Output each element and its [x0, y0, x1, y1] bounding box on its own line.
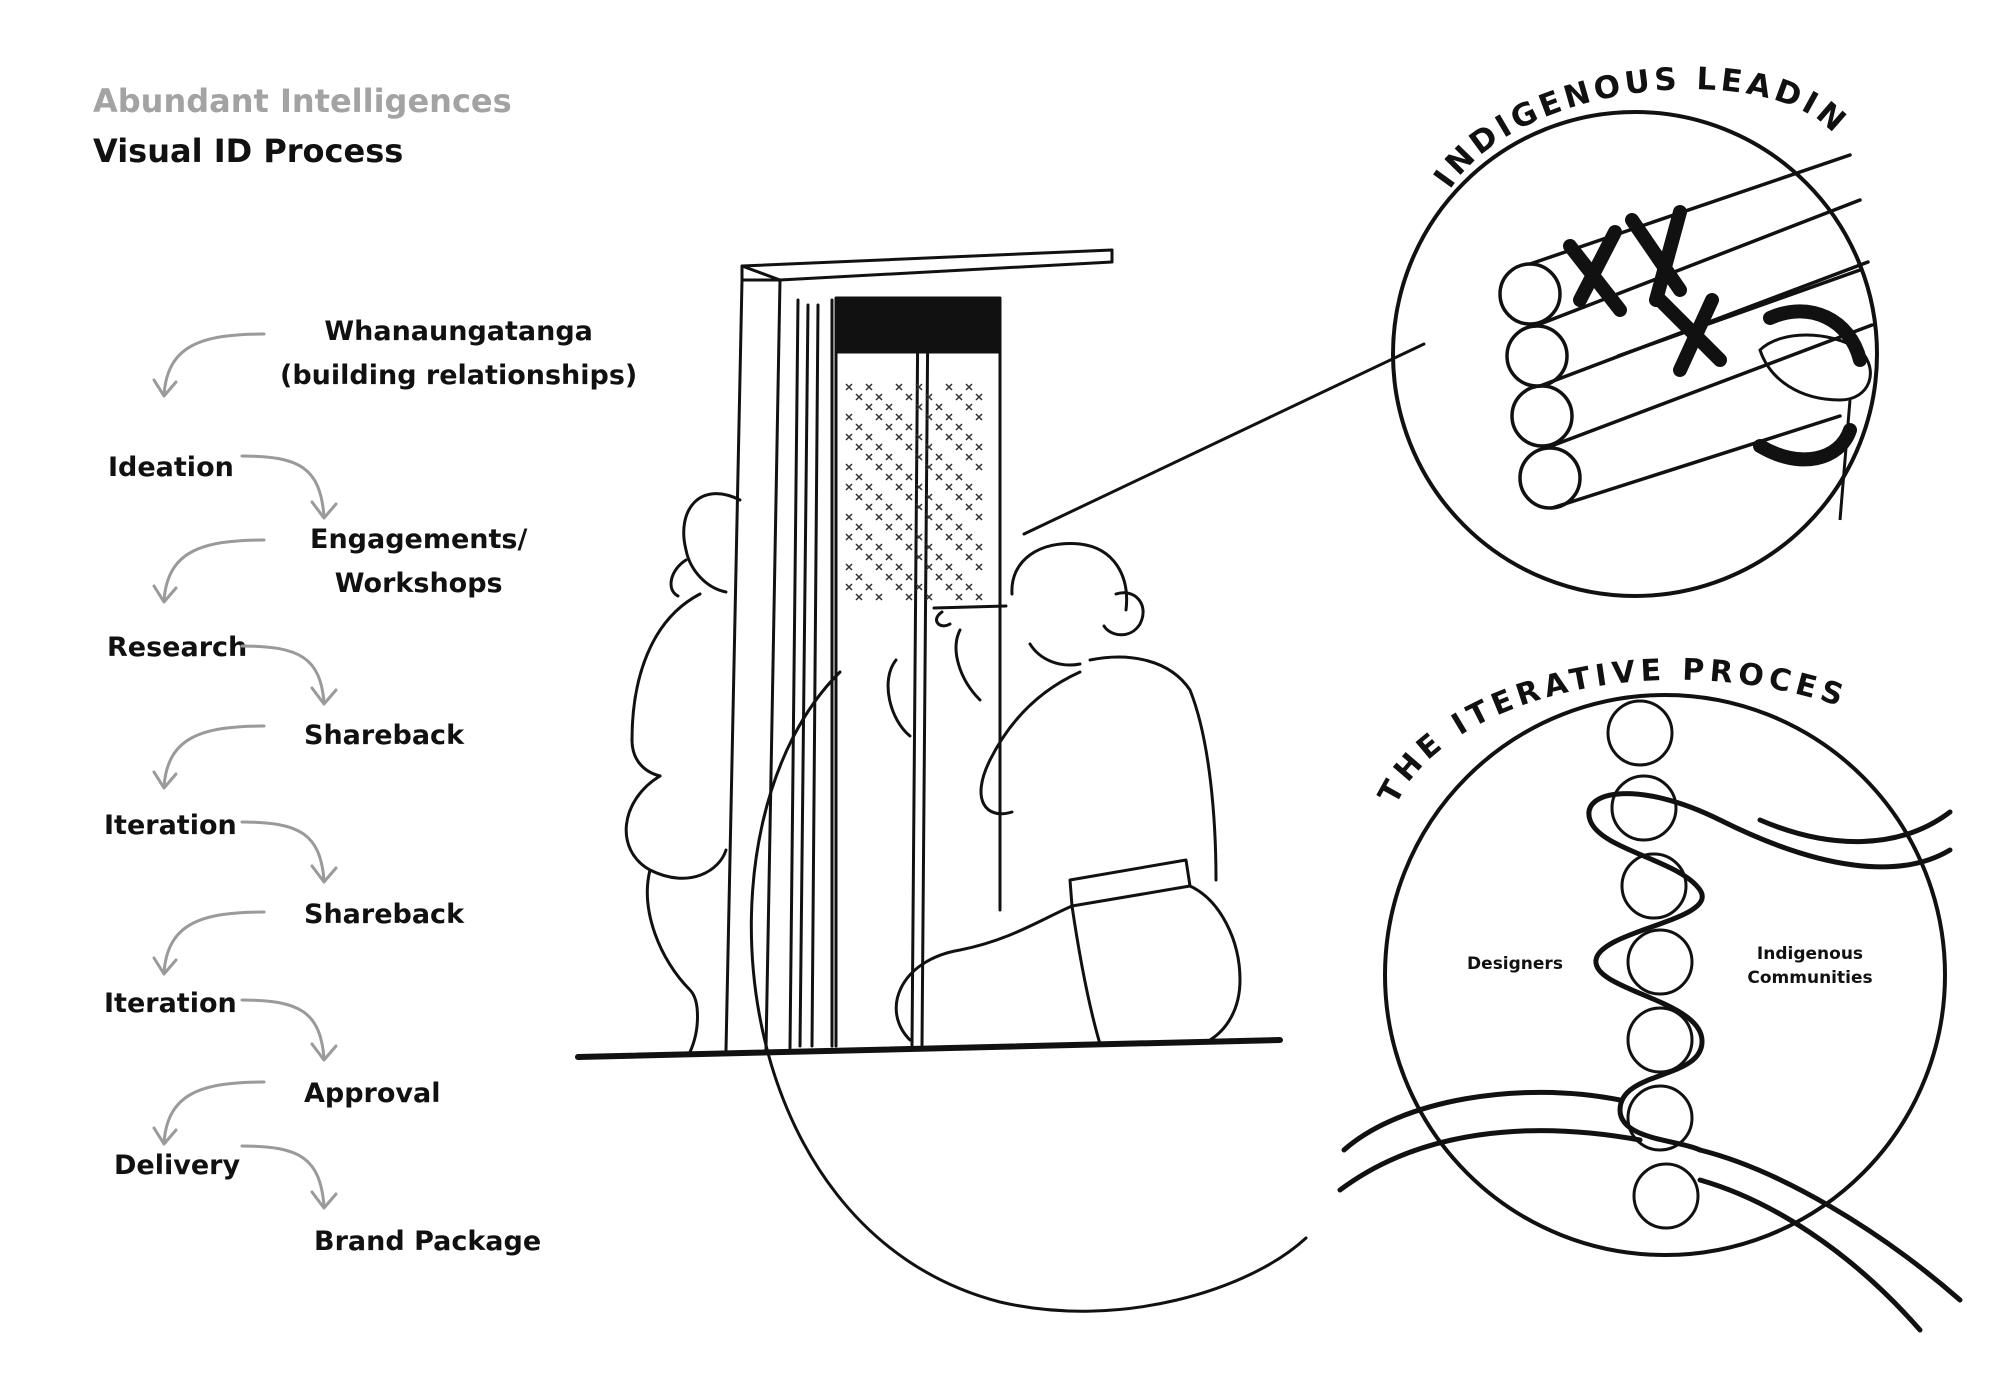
- designers-label: Designers: [1467, 954, 1563, 974]
- step-label: Delivery: [114, 1150, 241, 1181]
- step-label: Approval: [304, 1078, 441, 1109]
- step-engagements-workshops: Engagements/ Workshops: [310, 518, 527, 606]
- curve-arrow-icon: [240, 820, 326, 882]
- cross-stitch-pattern: [845, 383, 983, 601]
- iterative-process-heading: THE ITERATIVE PROCESS: [0, 0, 1846, 810]
- arrowhead-icon: [152, 378, 178, 398]
- curve-arrow-icon: [162, 724, 266, 788]
- step-label: Research: [107, 632, 248, 663]
- step-whanaungatanga: Whanaungatanga (building relationships): [280, 310, 637, 398]
- step-delivery: Delivery: [114, 1144, 240, 1188]
- curve-arrow-icon: [162, 332, 266, 396]
- curve-arrow-icon: [162, 910, 266, 974]
- step-label: Shareback: [304, 899, 465, 930]
- step-label: Whanaungatanga (building relationships): [280, 316, 638, 391]
- arrowhead-icon: [310, 1042, 338, 1062]
- step-shareback: Shareback: [304, 893, 464, 937]
- step-research: Research: [107, 626, 247, 670]
- indigenous-communities-label: Indigenous Communities: [1747, 944, 1873, 988]
- curve-arrow-icon: [240, 454, 326, 518]
- curve-arrow-icon: [162, 1080, 266, 1144]
- arrowhead-icon: [310, 686, 338, 706]
- step-brand-package: Brand Package: [314, 1220, 541, 1264]
- step-label: Brand Package: [314, 1226, 542, 1257]
- page-title: Abundant Intelligences: [93, 82, 512, 120]
- arrowhead-icon: [152, 770, 178, 790]
- step-ideation: Ideation: [108, 446, 234, 490]
- arrowhead-icon: [310, 864, 338, 884]
- arrowhead-icon: [310, 500, 338, 520]
- arrowhead-icon: [310, 1190, 338, 1210]
- step-label: Iteration: [104, 810, 237, 841]
- page-subtitle: Visual ID Process: [93, 132, 404, 170]
- step-approval: Approval: [304, 1072, 441, 1116]
- step-shareback: Shareback: [304, 714, 464, 758]
- step-iteration: Iteration: [104, 982, 237, 1026]
- arrowhead-icon: [152, 1126, 178, 1146]
- step-iteration: Iteration: [104, 804, 237, 848]
- step-label: Ideation: [108, 452, 234, 483]
- arrowhead-icon: [152, 584, 178, 604]
- step-label: Iteration: [104, 988, 237, 1019]
- step-label: Engagements/ Workshops: [310, 524, 528, 599]
- curve-arrow-icon: [162, 538, 266, 602]
- arrowhead-icon: [152, 956, 178, 976]
- curve-arrow-icon: [240, 644, 326, 704]
- curve-arrow-icon: [240, 1144, 326, 1208]
- step-label: Shareback: [304, 720, 465, 751]
- curve-arrow-icon: [240, 998, 326, 1060]
